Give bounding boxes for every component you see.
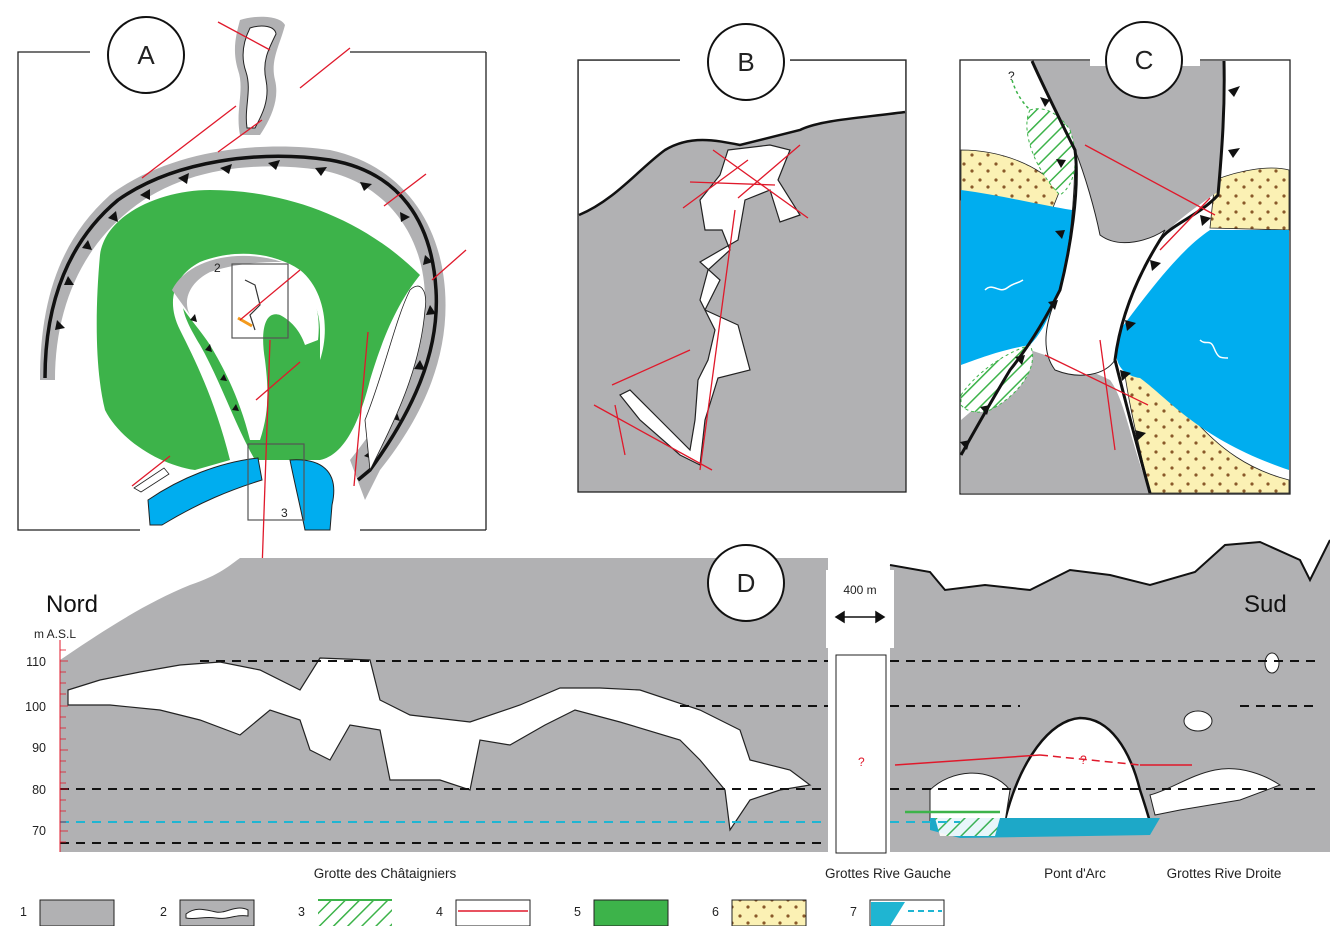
panel-a-badge [107,16,185,94]
axis-unit: m A.S.L [34,627,76,641]
water-east [1116,230,1289,470]
chataigniers-cave [67,657,812,832]
panel-d-badge [707,544,785,622]
legend-item-2: 2 [160,899,255,926]
tick-110: 110 [26,655,46,669]
north-label: Nord [46,591,98,618]
svg-text:3: 3 [298,905,305,919]
south-label: Sud [1244,591,1287,618]
scale-arrow [834,610,886,624]
panel-c-letter: C [1135,45,1154,75]
fractures-a [131,21,467,571]
cave-gallery-b [619,144,801,466]
cliff-teeth [55,160,436,460]
svg-text:6: 6 [712,905,719,919]
panel-c-question: ? [1008,69,1015,83]
scale-label: 400 m [843,583,876,597]
legend-item-4: 4 [436,899,531,926]
place-pont-darc: Pont d'Arc [1044,866,1106,881]
panel-c-badge [1105,21,1183,99]
section-question-gap: ? [858,755,865,769]
tick-100: 100 [25,700,46,714]
hatch-north [1026,108,1076,196]
place-rive-gauche: Grottes Rive Gauche [825,866,951,881]
legend-item-5: 5 [574,899,669,926]
panel-d-letter: D [737,568,756,598]
panel-a-letter: A [137,40,155,70]
axis-minor-ticks [60,649,68,843]
panel-d: ? ? m A.S.L 110 100 90 80 70 Nord Sud 40… [25,539,1330,881]
section-question-arch: ? [1080,753,1087,767]
tick-70: 70 [32,824,46,838]
place-rive-droite: Grottes Rive Droite [1167,866,1282,881]
legend-item-1: 1 [20,899,115,926]
inset-2-box [231,263,289,339]
inset-3-box [247,443,305,521]
svg-text:5: 5 [574,905,581,919]
panel-c: ? C [959,21,1291,495]
svg-text:7: 7 [850,905,857,919]
river-a [147,457,263,526]
tick-90: 90 [32,741,46,755]
panel-b-letter: B [737,47,754,77]
svg-text:1: 1 [20,905,27,919]
place-chataigniers: Grotte des Châtaigniers [314,866,457,881]
panel-a: 2 3 A [17,16,487,571]
svg-text:2: 2 [160,905,167,919]
legend-item-7: 7 [850,899,945,926]
inset-3-label: 3 [281,506,288,520]
cliff-line [43,154,439,482]
legend-item-3: 3 [298,899,392,926]
legend-item-6: 6 [712,899,807,926]
panel-a-frame [17,51,140,531]
tick-80: 80 [32,783,46,797]
panel-b: B [577,23,907,493]
inset-2-label: 2 [214,261,221,275]
sand-ne [1209,167,1290,231]
panel-b-badge [707,23,785,101]
level-lines [60,660,1320,844]
svg-text:4: 4 [436,905,443,919]
legend: 1 2 3 4 5 6 7 [20,899,945,926]
pont-darc [1003,716,1152,824]
